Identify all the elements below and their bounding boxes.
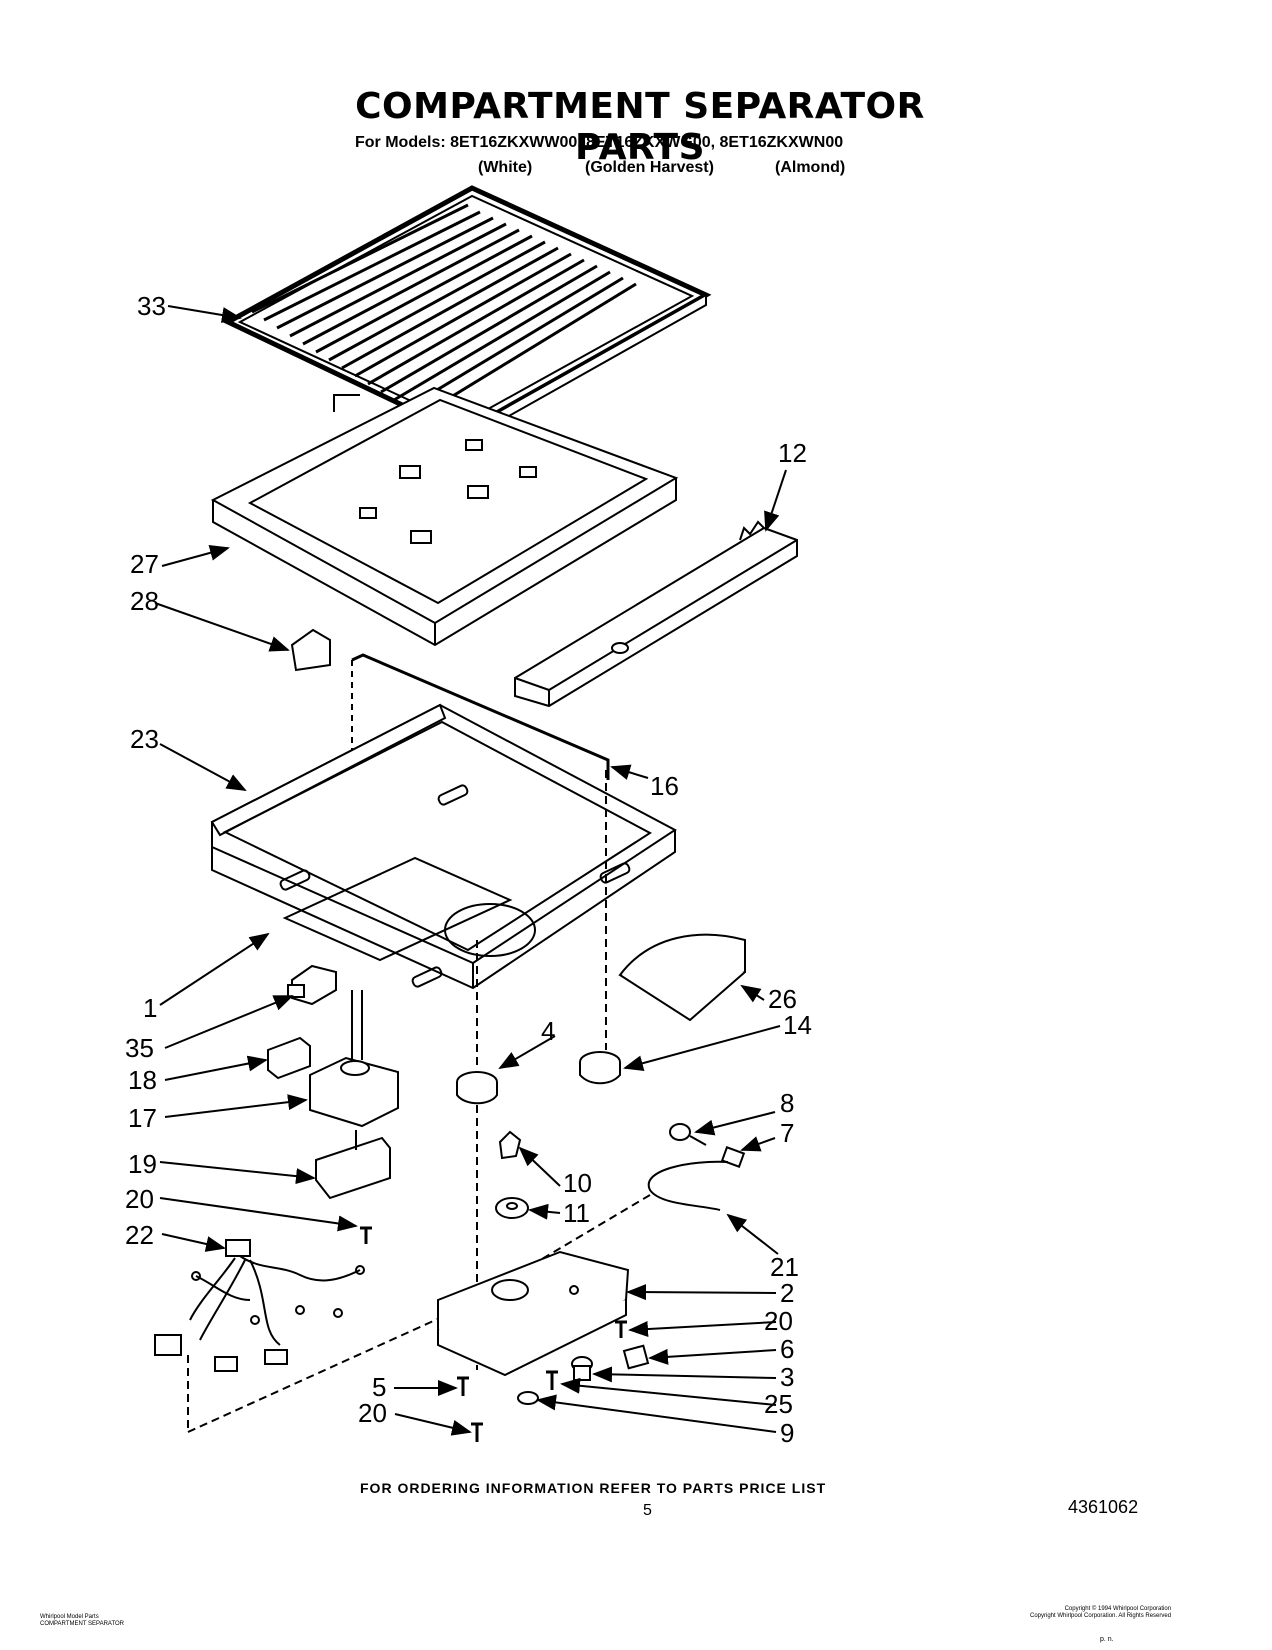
callout-25: 25 bbox=[764, 1389, 793, 1419]
callout-21: 21 bbox=[770, 1252, 799, 1282]
part-35-bracket bbox=[287, 964, 337, 1006]
callout-6: 6 bbox=[780, 1334, 794, 1364]
callout-20-upper: 20 bbox=[125, 1184, 154, 1214]
leader-lines bbox=[154, 305, 787, 1436]
fine-print-left: Whirlpool Model Parts COMPARTMENT SEPARA… bbox=[40, 1614, 125, 1627]
color-label-white: (White) bbox=[478, 159, 533, 176]
callout-7: 7 bbox=[780, 1118, 794, 1148]
part-8-sensor bbox=[669, 1123, 707, 1146]
callout-10: 10 bbox=[563, 1168, 592, 1198]
callout-19: 19 bbox=[128, 1149, 157, 1179]
callout-18: 18 bbox=[128, 1065, 157, 1095]
document-number: 4361062 bbox=[1068, 1497, 1139, 1517]
part-18-insulator bbox=[267, 1036, 311, 1080]
part-23-separator-housing bbox=[210, 703, 677, 990]
part-7-connector bbox=[720, 1146, 746, 1168]
callout-23: 23 bbox=[130, 724, 159, 754]
color-label-golden-harvest: (Golden Harvest) bbox=[585, 159, 714, 176]
part-5-screw bbox=[457, 1376, 469, 1396]
part-12-rail bbox=[514, 520, 798, 708]
part-33-shelf-grille bbox=[222, 185, 712, 445]
part-28-pad bbox=[290, 628, 331, 672]
callout-12: 12 bbox=[778, 438, 807, 468]
part-9-washer bbox=[517, 1391, 539, 1405]
callout-28: 28 bbox=[130, 586, 159, 616]
part-16-wire bbox=[351, 653, 610, 780]
part-25-screw bbox=[546, 1370, 558, 1390]
page-number: 5 bbox=[643, 1502, 652, 1519]
part-3-fitting bbox=[571, 1356, 593, 1381]
part-26-duct bbox=[618, 933, 746, 1022]
callout-3: 3 bbox=[780, 1362, 794, 1392]
color-label-almond: (Almond) bbox=[775, 159, 846, 176]
callout-14: 14 bbox=[783, 1010, 812, 1040]
callout-17: 17 bbox=[128, 1103, 157, 1133]
part-19-bracket bbox=[315, 1130, 391, 1200]
part-20-screw-upper bbox=[360, 1226, 372, 1244]
callout-5: 5 bbox=[372, 1372, 386, 1402]
callout-4: 4 bbox=[541, 1016, 555, 1046]
callout-33: 33 bbox=[137, 291, 166, 321]
part-4-grommet bbox=[456, 940, 498, 1370]
part-27-frame bbox=[210, 386, 679, 647]
callout-22: 22 bbox=[125, 1220, 154, 1250]
callout-9: 9 bbox=[780, 1418, 794, 1448]
part-10-clip bbox=[498, 1130, 522, 1160]
callout-35: 35 bbox=[125, 1033, 154, 1063]
part-20-screw-lower bbox=[471, 1422, 483, 1442]
models-line: For Models: 8ET16ZKXWW00, 8ET16ZKXWG00, … bbox=[355, 134, 844, 151]
part-11-washer bbox=[495, 1197, 529, 1219]
callout-1: 1 bbox=[143, 993, 157, 1023]
ordering-note: FOR ORDERING INFORMATION REFER TO PARTS … bbox=[360, 1480, 827, 1496]
callout-2: 2 bbox=[780, 1278, 794, 1308]
part-22-wiring-harness bbox=[154, 1239, 463, 1433]
page-title: COMPARTMENT SEPARATOR PARTS bbox=[355, 86, 925, 168]
callout-26: 26 bbox=[768, 984, 797, 1014]
part-6-switch bbox=[622, 1344, 650, 1370]
callout-20-lower: 20 bbox=[358, 1398, 387, 1428]
fine-print-bottom: p. n. bbox=[1100, 1636, 1114, 1643]
callout-11: 11 bbox=[563, 1198, 590, 1228]
callout-20-right: 20 bbox=[764, 1306, 793, 1336]
part-17-control-box bbox=[309, 990, 399, 1128]
callout-8: 8 bbox=[780, 1088, 794, 1118]
part-2-base-housing bbox=[437, 1250, 630, 1377]
part-21-wire bbox=[519, 1160, 729, 1273]
callout-27: 27 bbox=[130, 549, 159, 579]
part-14-grommet bbox=[579, 770, 621, 1085]
fine-print-right: Copyright © 1994 Whirlpool Corporation C… bbox=[1030, 1606, 1172, 1619]
callout-labels: 33 12 27 28 23 16 1 26 14 35 4 18 17 8 7… bbox=[125, 291, 812, 1448]
callout-16: 16 bbox=[650, 771, 679, 801]
part-20-screw-right bbox=[615, 1320, 627, 1338]
